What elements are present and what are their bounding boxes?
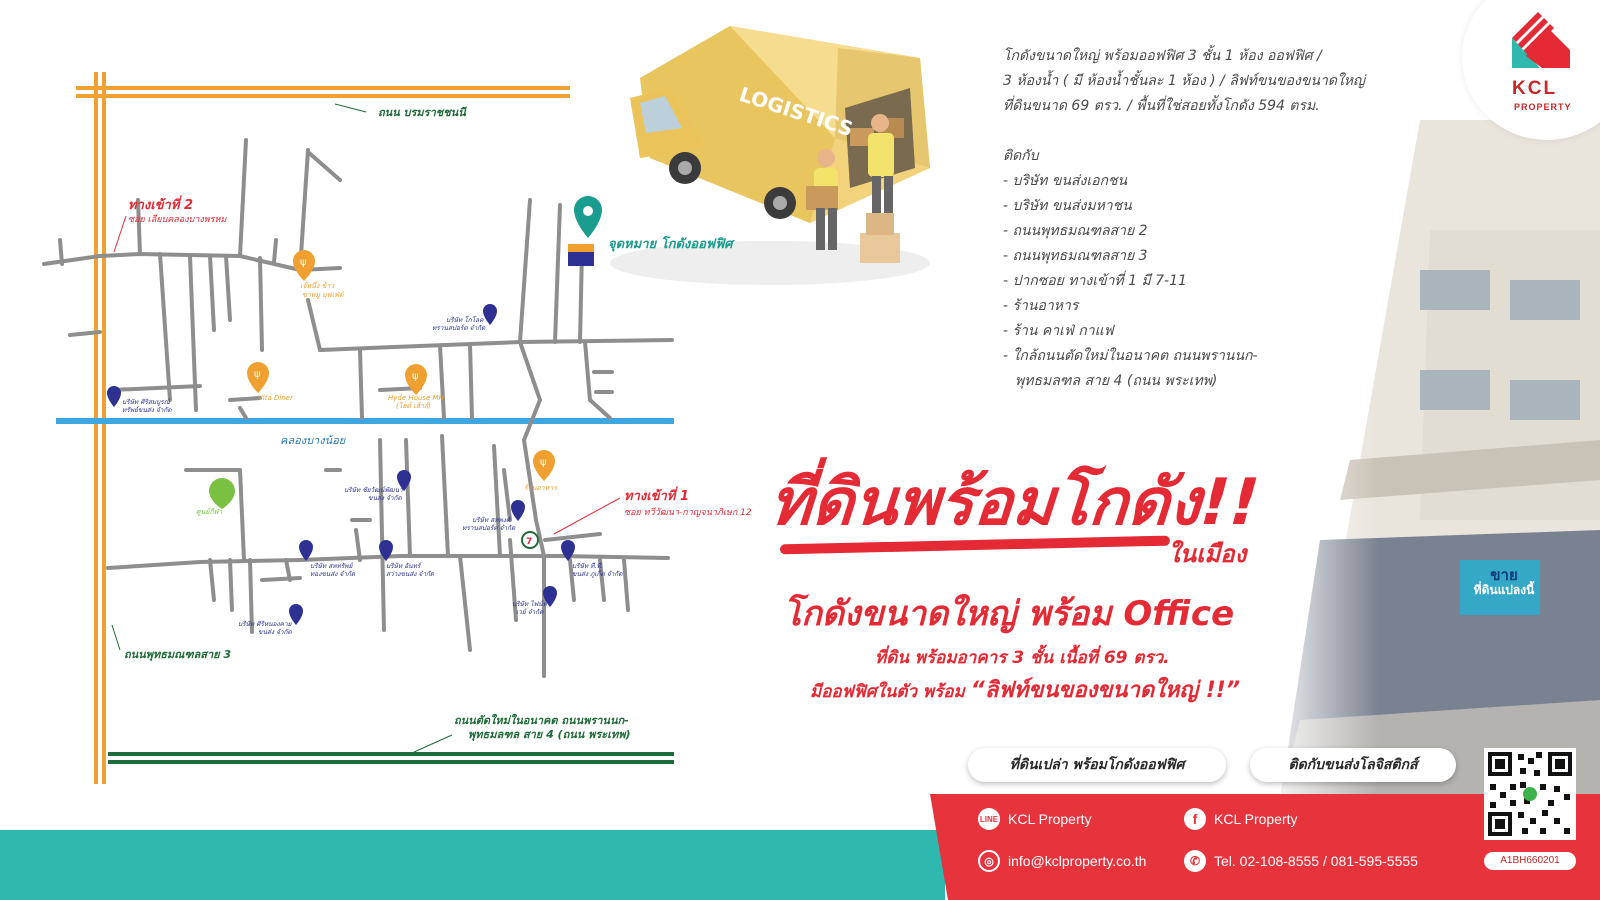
svg-text:บริษัท โกโลค: บริษัท โกโลค xyxy=(446,316,484,324)
target-label: จุดหมาย โกดังออฟฟิศ xyxy=(608,235,735,252)
svg-text:(ไฮด์ เฮ้าส์): (ไฮด์ เฮ้าส์) xyxy=(396,401,431,410)
svg-text:ψ: ψ xyxy=(254,369,261,380)
company-pin-icon xyxy=(379,540,393,561)
contact-phone[interactable]: ✆ Tel. 02-108-8555 / 081-595-5555 xyxy=(1184,850,1418,872)
contact-line[interactable]: LINE KCL Property xyxy=(978,808,1092,830)
headline-sub2: ที่ดิน พร้อมอาคาร 3 ชั้น เนื้อที่ 69 ตรว… xyxy=(875,648,1170,668)
svg-text:ทองขนส่ง จำกัด: ทองขนส่ง จำกัด xyxy=(310,570,356,578)
globe-icon: ◎ xyxy=(978,850,1000,872)
svg-text:ศูนย์กีฬา: ศูนย์กีฬา xyxy=(196,507,223,516)
park-pin-icon xyxy=(209,478,235,509)
list-item: - ร้าน คาเฟ่ กาแฟ xyxy=(1003,323,1114,339)
svg-text:บริษัท ไฟน์ท: บริษัท ไฟน์ท xyxy=(512,600,548,608)
road-label-top: ถนน บรมราชชนนี xyxy=(378,106,467,119)
restaurant-pin-icon: ψ xyxy=(247,362,269,393)
svg-text:ψ: ψ xyxy=(300,257,307,268)
svg-text:Hyde House MH: Hyde House MH xyxy=(388,394,445,402)
property-description: โกดังขนาดใหญ่ พร้อมออฟฟิศ 3 ชั้น 1 ห้อง … xyxy=(1003,44,1403,394)
nearby-list: - บริษัท ขนส่งเอกชน - บริษัท ขนส่งมหาชน … xyxy=(1003,169,1403,394)
road-label-bottom-1: ถนนตัดใหม่ในอนาคต ถนนพรานนก- xyxy=(454,713,629,727)
list-item: - ถนนพุทธมณฑลสาย 3 xyxy=(1003,248,1148,264)
list-item: - บริษัท ขนส่งเอกชน xyxy=(1003,173,1128,189)
list-item: - บริษัท ขนส่งมหาชน xyxy=(1003,198,1132,214)
restaurant-pin-icon: ψ xyxy=(293,250,315,281)
company-pin-icon xyxy=(543,586,557,607)
footer-teal-band xyxy=(0,830,945,900)
restaurant-pin-icon: ψ xyxy=(405,364,427,395)
contact-email[interactable]: ◎ info@kclproperty.co.th xyxy=(978,850,1146,872)
company-pin-icon xyxy=(289,604,303,625)
company-pin-icon xyxy=(397,470,411,491)
svg-text:ทรัพย์ขนส่ง จำกัด: ทรัพย์ขนส่ง จำกัด xyxy=(122,406,172,414)
seven-eleven-icon: 7 xyxy=(521,531,539,549)
svg-text:เจ๊หนึ่ง ข้าว: เจ๊หนึ่ง ข้าว xyxy=(300,280,335,290)
sale-sign: ขาย ที่ดินแปลงนี้ xyxy=(1473,566,1535,598)
company-pin-icon xyxy=(483,304,497,325)
svg-text:บริษัท ศิริสมบูรณ์: บริษัท ศิริสมบูรณ์ xyxy=(122,398,172,406)
brand-sub: PROPERTY xyxy=(1514,102,1572,112)
entrance-1-title: ทางเข้าที่ 1 xyxy=(624,486,689,504)
svg-text:ψ: ψ xyxy=(540,457,547,468)
headline-tag: ในเมือง xyxy=(1168,540,1247,568)
line-icon: LINE xyxy=(978,808,1000,830)
svg-text:ทรานสปอร์ต จำกัด: ทรานสปอร์ต จำกัด xyxy=(432,324,486,332)
company-pin-icon xyxy=(561,540,575,561)
list-item: - ปากซอย ทางเข้าที่ 1 มี 7-11 xyxy=(1003,273,1187,289)
svg-text:บริษัท สหพงศ์: บริษัท สหพงศ์ xyxy=(472,516,512,524)
contact-facebook[interactable]: f KCL Property xyxy=(1184,808,1298,830)
svg-text:ร้านอาหาร: ร้านอาหาร xyxy=(524,484,558,492)
kcl-logo-icon xyxy=(1512,12,1570,68)
target-pin-icon xyxy=(568,196,602,266)
phone-icon: ✆ xyxy=(1184,850,1206,872)
svg-text:ψ: ψ xyxy=(412,371,419,382)
brand-name: KCL xyxy=(1512,78,1558,99)
logistics-truck-illustration: LOGISTICS xyxy=(610,26,930,285)
svg-text:สว่างขนส่ง จำกัด: สว่างขนส่ง จำกัด xyxy=(386,570,435,578)
building-photo xyxy=(1260,120,1600,800)
svg-text:บริษัท ที.ที.: บริษัท ที.ที. xyxy=(572,562,603,570)
svg-text:บริษัท ชัยวัฒน์พัฒนา: บริษัท ชัยวัฒน์พัฒนา xyxy=(344,486,403,494)
restaurant-pin-icon: ψ xyxy=(533,450,555,481)
listing-code: A1BH660201 xyxy=(1484,852,1576,870)
entrance-1-sub: ซอย ทวีวัฒนา-กาญจนาภิเษก 12 xyxy=(624,507,752,518)
entrance-2-title: ทางเข้าที่ 2 xyxy=(128,195,193,213)
svg-text:ขนส่ง จำกัด: ขนส่ง จำกัด xyxy=(258,628,292,636)
list-item: - ถนนพุทธมณฑลสาย 2 xyxy=(1003,223,1148,239)
list-item: - ใกล้ถนนตัดใหม่ในอนาคต ถนนพรานนก- xyxy=(1003,348,1258,364)
list-item: พุทธมลฑล สาย 4 (ถนน พระเทพ) xyxy=(1015,373,1218,389)
svg-text:เวย์ จำกัด: เวย์ จำกัด xyxy=(516,608,544,616)
svg-text:7: 7 xyxy=(526,537,532,547)
headline-sub3: มีออฟฟิศในตัว พร้อม “ลิฟท์ขนของขนาดใหญ่ … xyxy=(810,678,1240,703)
headline-sub1: โกดังขนาดใหญ่ พร้อม Office xyxy=(783,594,1235,634)
svg-text:บริษัท สหทรัพย์: บริษัท สหทรัพย์ xyxy=(310,562,354,570)
nearby-title: ติดกับ xyxy=(1003,148,1039,164)
qr-code-icon[interactable] xyxy=(1484,748,1576,840)
feature-pill-logistics: ติดกับขนส่งโลจิสติกส์ xyxy=(1250,748,1456,782)
canal-label: คลองบางน้อย xyxy=(280,434,347,447)
feature-pill-land: ที่ดินเปล่า พร้อมโกดังออฟฟิศ xyxy=(968,748,1226,782)
svg-text:ขนส่ง จำกัด: ขนส่ง จำกัด xyxy=(368,494,402,502)
entrance-2-sub: ซอย เลียบคลองบางพรหม xyxy=(128,214,227,225)
svg-text:ทรานสปอร์ต จำกัด: ทรานสปอร์ต จำกัด xyxy=(462,524,516,532)
company-pin-icon xyxy=(299,540,313,561)
company-pin-icon xyxy=(511,500,525,521)
svg-text:Vita Diner: Vita Diner xyxy=(258,394,294,402)
road-label-bottom-2: พุทธมลฑล สาย 4 (ถนน พระเทพ) xyxy=(468,728,630,742)
svg-text:ขนส่ง ภูเก็ต จำกัด: ขนส่ง ภูเก็ต จำกัด xyxy=(572,569,623,578)
location-map: ถนน บรมราชชนนี ถนนพุทธมณฑลสาย 3 ถนนตัดให… xyxy=(42,72,752,784)
svg-text:บริษัท อันทร์: บริษัท อันทร์ xyxy=(386,562,422,570)
svg-text:ขาหมู บุฟเฟ่ต์: ขาหมู บุฟเฟ่ต์ xyxy=(302,290,345,299)
company-pin-icon xyxy=(107,386,121,407)
svg-text:บริษัท ศิริหนองคาย: บริษัท ศิริหนองคาย xyxy=(238,620,293,628)
list-item: - ร้านอาหาร xyxy=(1003,298,1079,314)
road-label-left: ถนนพุทธมณฑลสาย 3 xyxy=(124,648,231,662)
headline-main: ที่ดินพร้อมโกดัง!! xyxy=(767,466,1262,540)
facebook-icon: f xyxy=(1184,808,1206,830)
